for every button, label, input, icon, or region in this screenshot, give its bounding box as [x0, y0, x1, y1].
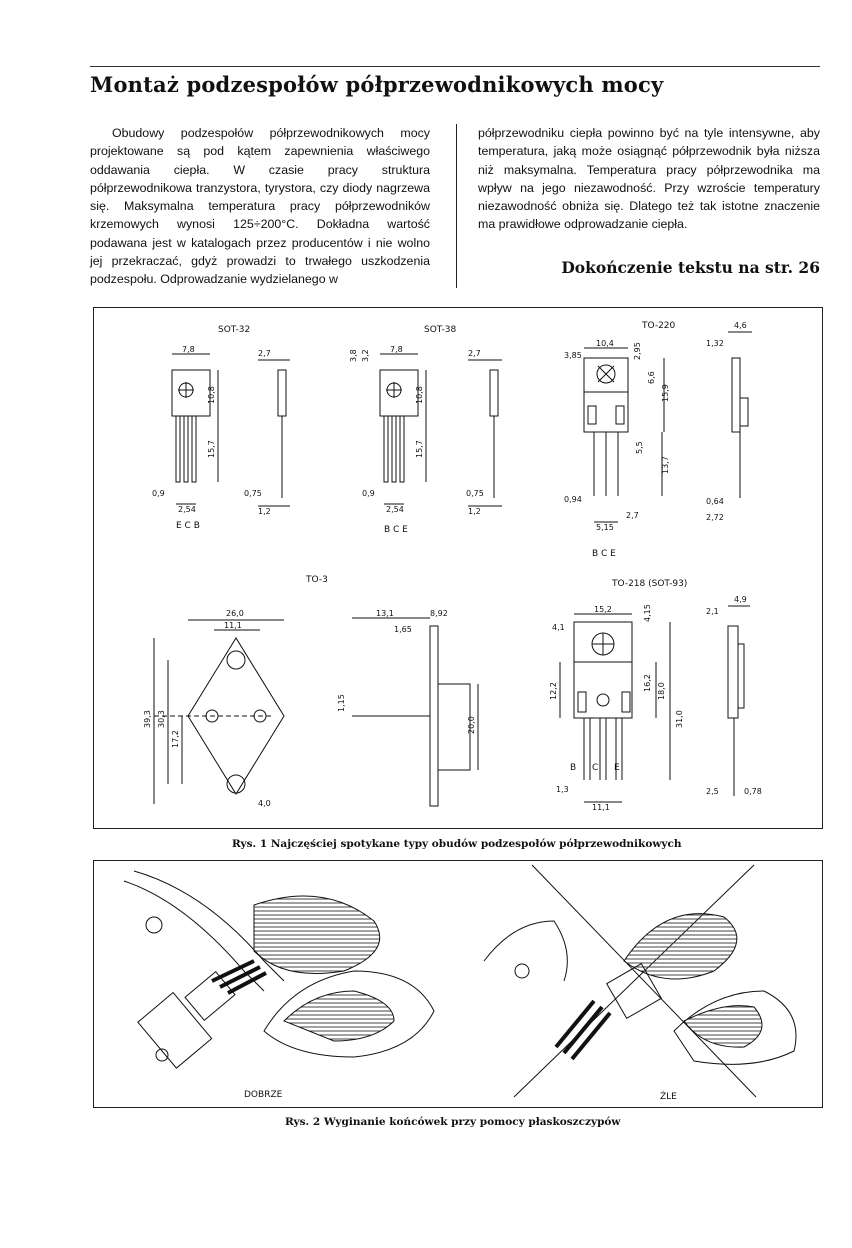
- to220-dim-e: 0,94: [564, 495, 582, 504]
- sot38-dim-pin: 0,9: [362, 489, 375, 498]
- sot32-drawing: SOT-32 7,8 10,8 15,7 0,9 2,54 E C B 2,7 …: [152, 325, 290, 531]
- sot32-dim-body: 10,8: [207, 386, 216, 404]
- figure-1-package-drawings: SOT-32 7,8 10,8 15,7 0,9 2,54 E C B 2,7 …: [93, 307, 823, 829]
- to3-dim-g: 13,1: [376, 609, 394, 618]
- to3-dim-a: 26,0: [226, 609, 244, 618]
- left-column-text: Obudowy podzespołów półprzewodnikowych m…: [90, 126, 430, 287]
- sot38-dim-body: 10,8: [415, 386, 424, 404]
- sot38-label: SOT-38: [424, 325, 456, 335]
- to218-dim-h: 1,3: [556, 785, 569, 794]
- sot32-dim-lead-width: 1,2: [258, 507, 271, 516]
- to220-dim-tab: 2,95: [633, 342, 642, 360]
- to218-dim-i: 11,1: [592, 803, 610, 812]
- to220-dim-f: 2,7: [626, 511, 639, 520]
- to3-dim-i: 1,65: [394, 625, 412, 634]
- to3-drawing: TO-3 26,0 11,1 39,3 30,3 17,2 4,0 13,1 8…: [143, 575, 479, 808]
- to220-dim-d: 13,7: [661, 456, 670, 474]
- to3-dim-h: 8,92: [430, 609, 448, 618]
- to218-dim-f: 18,0: [657, 682, 666, 700]
- to218-dim-l: 2,5: [706, 787, 719, 796]
- page-title: Montaż podzespołów półprzewodnikowych mo…: [90, 72, 664, 97]
- to218-pin-c: C: [592, 763, 598, 773]
- to218-dim-g: 31,0: [675, 710, 684, 728]
- sot38-pins: B C E: [384, 525, 408, 535]
- to218-dim-m: 0,78: [744, 787, 762, 796]
- to220-dim-j: 0,64: [706, 497, 724, 506]
- figure-2-caption: Rys. 2 Wyginanie końcówek przy pomocy pł…: [285, 1116, 621, 1128]
- to220-dim-h: 4,6: [734, 321, 747, 330]
- to218-dim-d: 12,2: [549, 682, 558, 700]
- to218-pin-e: E: [614, 763, 620, 773]
- figure-2-bending-illustration: DOBRZE ŹLE: [93, 860, 823, 1108]
- right-column-text: półprzewodniku ciepła powinno być na tyl…: [478, 126, 820, 232]
- to220-pins: B C E: [592, 549, 616, 559]
- continuation-note: Dokończenie tekstu na str. 26: [561, 258, 820, 277]
- to3-dim-f: 4,0: [258, 799, 271, 808]
- to218-dim-b: 4,15: [643, 604, 652, 622]
- correct-method-drawing: DOBRZE: [123, 870, 435, 1100]
- to218-label: TO-218 (SOT-93): [611, 579, 687, 589]
- figure-1-caption: Rys. 1 Najczęściej spotykane typy obudów…: [232, 838, 682, 850]
- to220-dim-b: 15,9: [661, 384, 670, 402]
- to220-dim-c: 5,5: [635, 441, 644, 454]
- to218-dim-a: 15,2: [594, 605, 612, 614]
- right-column: półprzewodniku ciepła powinno być na tyl…: [478, 124, 820, 234]
- to220-label: TO-220: [641, 321, 676, 331]
- sot38-dim-width: 7,8: [390, 345, 403, 354]
- sot38-dim-a: 3,8: [349, 349, 358, 362]
- sot32-pins: E C B: [176, 521, 200, 531]
- to220-dim-hole: 3,85: [564, 351, 582, 360]
- sot38-dim-thickness: 2,7: [468, 349, 481, 358]
- to220-dim-i: 1,32: [706, 339, 724, 348]
- to220-drawing: TO-220 10,4 2,95 3,85 6,6 15,9 5,5 13,7 …: [564, 321, 752, 559]
- to3-dim-d: 30,3: [157, 710, 166, 728]
- sot32-label: SOT-32: [218, 325, 250, 335]
- to220-dim-a: 6,6: [647, 371, 656, 384]
- to3-dim-k: 20,0: [467, 716, 476, 734]
- sot32-dim-leads: 15,7: [207, 440, 216, 458]
- sot32-dim-lead-thick: 0,75: [244, 489, 262, 498]
- to3-dim-e: 17,2: [171, 730, 180, 748]
- sot38-dim-b: 3,2: [361, 349, 370, 362]
- to218-pin-b: B: [570, 763, 576, 773]
- label-good: DOBRZE: [244, 1090, 283, 1100]
- sot32-dim-thickness: 2,7: [258, 349, 271, 358]
- to218-dim-j: 4,9: [734, 595, 747, 604]
- sot32-dim-width: 7,8: [182, 345, 195, 354]
- sot32-dim-pitch: 2,54: [178, 505, 196, 514]
- sot38-dim-lead-width: 1,2: [468, 507, 481, 516]
- to3-dim-c: 39,3: [143, 710, 152, 728]
- to218-dim-k: 2,1: [706, 607, 719, 616]
- sot38-dim-leads: 15,7: [415, 440, 424, 458]
- left-column: Obudowy podzespołów półprzewodnikowych m…: [90, 124, 430, 289]
- to3-label: TO-3: [305, 575, 328, 585]
- to3-dim-j: 1,15: [337, 694, 346, 712]
- to218-dim-c: 4,1: [552, 623, 565, 632]
- to220-dim-width: 10,4: [596, 339, 614, 348]
- to220-dim-k: 2,72: [706, 513, 724, 522]
- to218-drawing: TO-218 (SOT-93) 15,2 4,15 4,1 12,2 16,2 …: [549, 579, 762, 812]
- sot32-dim-pin: 0,9: [152, 489, 165, 498]
- top-rule: [90, 66, 820, 67]
- to3-dim-b: 11,1: [224, 621, 242, 630]
- sot38-dim-pitch: 2,54: [386, 505, 404, 514]
- wrong-method-drawing: ŹLE: [483, 864, 797, 1102]
- to220-dim-g: 5,15: [596, 523, 614, 532]
- to218-dim-e: 16,2: [643, 674, 652, 692]
- column-divider: [456, 124, 457, 288]
- sot38-drawing: SOT-38 3,8 3,2 7,8 10,8 15,7 0,9 2,54 B …: [349, 325, 502, 535]
- label-bad: ŹLE: [660, 1090, 677, 1102]
- sot38-dim-lead-thick: 0,75: [466, 489, 484, 498]
